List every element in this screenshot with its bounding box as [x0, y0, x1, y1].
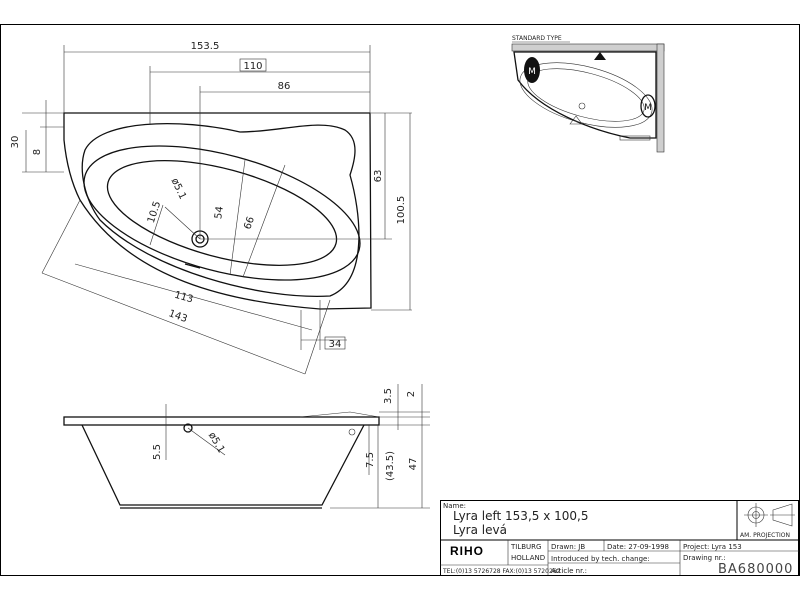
ext-line-143-left: [41, 199, 81, 274]
inner-bowl-inner: [106, 160, 338, 266]
dim-label-63: 63: [373, 170, 384, 183]
dim-line-54: [229, 159, 246, 276]
dim-label-66: 66: [242, 215, 257, 231]
dim-line-143: [41, 272, 306, 375]
drawing-nr-label: Drawing nr.:: [683, 554, 726, 562]
side-overflow: [183, 423, 193, 433]
standard-type-view: STANDARD TYPE M M: [511, 35, 665, 153]
name-label: Name:: [443, 502, 466, 510]
mini-tub-bowl: [519, 62, 653, 128]
projection-label: AM. PROJECTION: [740, 532, 790, 539]
dim-label-47: 47: [408, 458, 419, 471]
dim-box-34: [324, 336, 346, 350]
inner-bowl-outer: [83, 145, 361, 281]
dim-line-10-5: [149, 204, 164, 246]
drawing-date: Date: 27-09-1998: [607, 543, 669, 551]
mini-triangle-top: [594, 52, 606, 60]
motor-left: [524, 57, 540, 83]
projection-symbol: [744, 503, 795, 527]
dim-label-113: 113: [173, 290, 194, 306]
dim-label-2: 2: [406, 391, 417, 397]
side-rim: [63, 416, 380, 426]
side-drain: [348, 428, 356, 436]
dim-label-8: 8: [32, 149, 43, 155]
article-nr: Article nr.:: [551, 567, 587, 575]
dim-label-54: 54: [213, 206, 226, 220]
ext-line-143-right: [304, 299, 331, 375]
city-label: TILBURG: [510, 543, 541, 551]
mini-step: [619, 135, 651, 141]
phone-fax: TEL:(0)13 5726728 FAX:(0)13 5720262: [442, 568, 561, 575]
introduced-by: Introduced by tech. change:: [551, 555, 650, 563]
dim-line-113: [74, 263, 313, 331]
project-name: Project: Lyra 153: [683, 543, 742, 551]
projection-cone: [772, 503, 793, 527]
motor-left-label: M: [528, 67, 536, 77]
leader-side-drain: [187, 427, 226, 456]
dim-label-43-5: (43.5): [385, 451, 396, 481]
dim-label-86: 86: [278, 81, 291, 92]
overflow-mark: [184, 263, 201, 269]
dim-label-110: 110: [243, 61, 262, 72]
mini-drain: [578, 102, 586, 110]
dim-label-34: 34: [329, 339, 342, 350]
dim-label-7-5: 7.5: [365, 452, 376, 468]
drawn-by: Drawn: JB: [551, 543, 585, 551]
dim-label-side-drain: ø5.1: [206, 430, 227, 455]
title-block-frame: [440, 500, 799, 576]
motor-right-label: M: [644, 103, 652, 113]
sheet-border: [0, 24, 800, 576]
motor-right: [640, 94, 656, 118]
name-line-2: Lyra levá: [453, 523, 507, 537]
tub-outer-outline: [63, 112, 372, 310]
dim-box-110: [239, 58, 267, 72]
wall-top: [511, 43, 665, 52]
dim-label-5-5: 5.5: [152, 444, 163, 460]
dim-label-drain-dia: ø5.1: [169, 177, 188, 202]
dim-line-66: [242, 164, 286, 278]
title-block: Name: Lyra left 153,5 x 100,5 Lyra levá …: [440, 500, 799, 577]
standard-type-label: STANDARD TYPE: [512, 35, 562, 42]
side-body: [81, 424, 365, 506]
dim-label-30: 30: [10, 136, 21, 149]
drawing-number: BA680000: [718, 562, 793, 577]
tub-rim-outline: [81, 123, 360, 298]
side-rim-slope: [299, 411, 380, 418]
mini-tub-bowl-inner: [527, 68, 645, 122]
dim-label-100-5: 100.5: [396, 196, 407, 225]
top-view: 153.5 110 86 30 8 63 100.5 ø5.1 10.5 54 …: [10, 41, 412, 375]
name-line-1: Lyra left 153,5 x 100,5: [453, 509, 588, 523]
mini-triangle-bottom: [569, 115, 583, 125]
side-view: 5.5 ø5.1 3.5 2 7.5 (43.5) 47: [63, 384, 430, 509]
dim-label-3-5: 3.5: [383, 388, 394, 404]
riho-logo: RIHO: [450, 544, 484, 558]
leader-drain: [164, 206, 201, 240]
country-label: HOLLAND: [511, 554, 545, 562]
wall-right: [656, 43, 665, 153]
dim-label-153-5: 153.5: [191, 41, 220, 52]
